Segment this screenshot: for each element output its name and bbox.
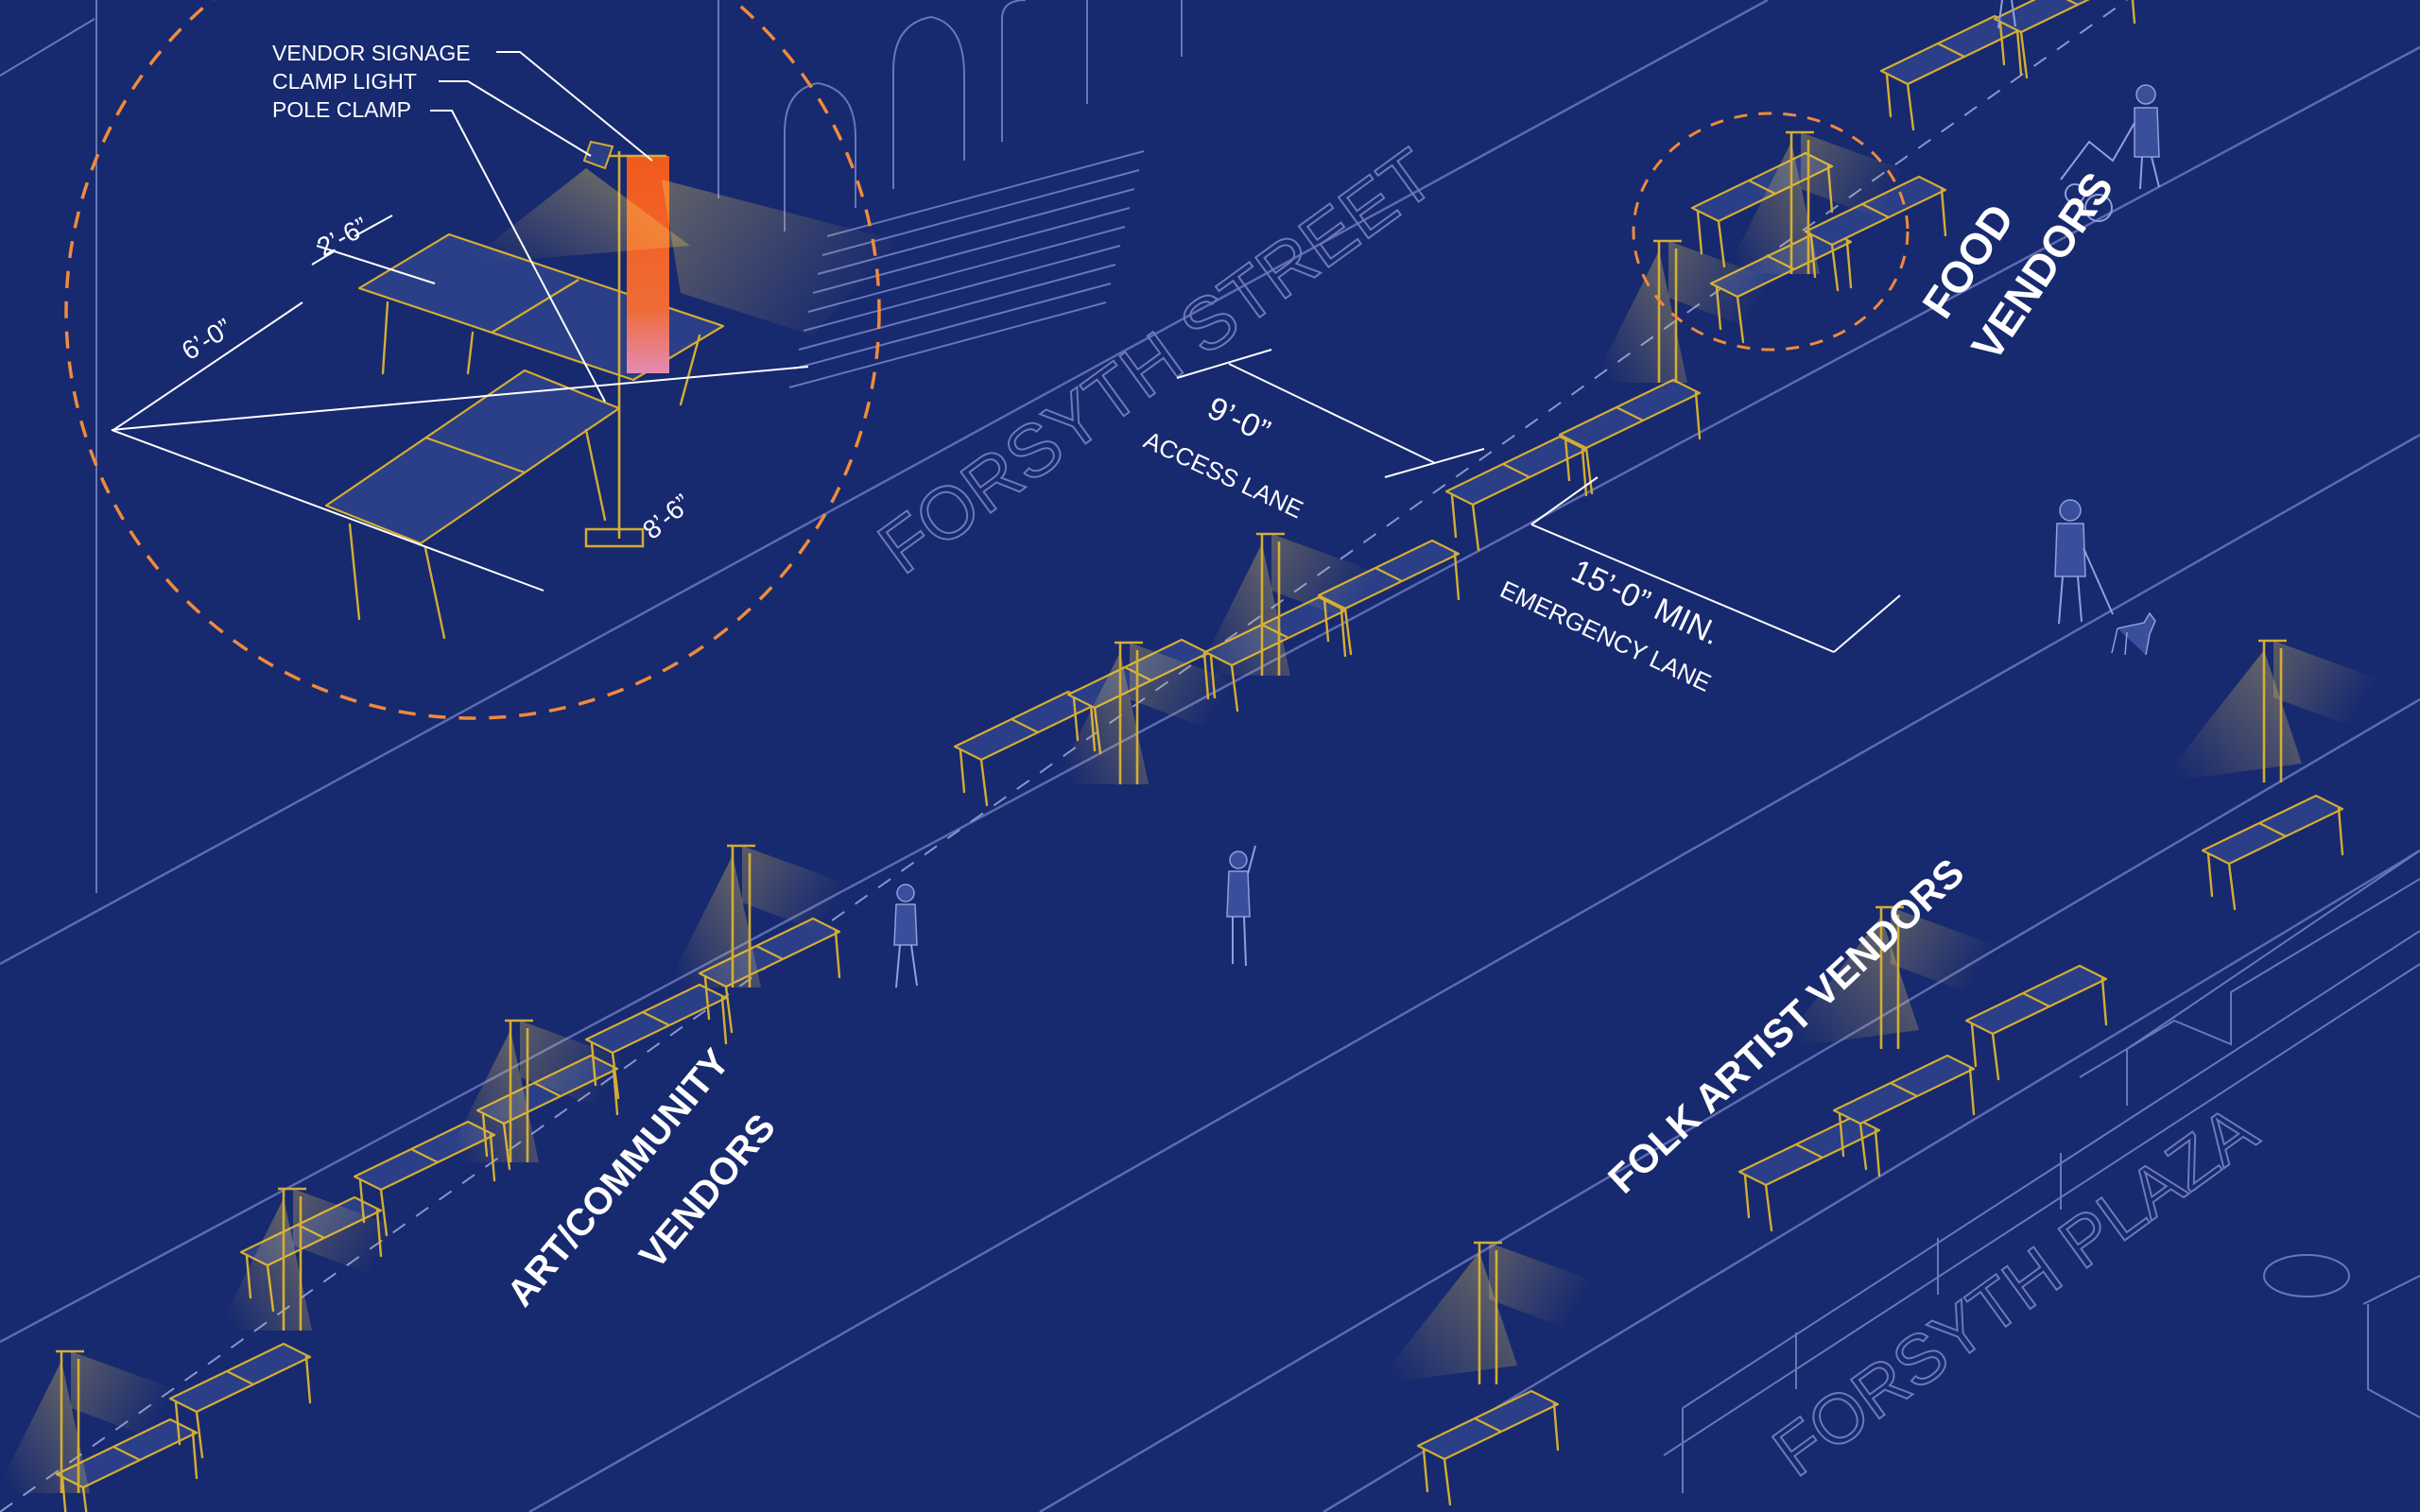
clamp-light-glow <box>217 1198 312 1331</box>
art-community-vendor-row <box>0 844 846 1512</box>
vendor-signage-banner <box>627 156 669 373</box>
food-vendor-row <box>1593 0 2136 383</box>
plaza-edge-walls <box>1663 850 2420 1493</box>
building-facade <box>0 0 1183 893</box>
vendor-signage-callout: VENDOR SIGNAGE <box>272 41 471 65</box>
light-pole <box>666 844 846 988</box>
clamp-light-glow <box>662 180 898 335</box>
center-vendor-row <box>953 378 1702 807</box>
dog-figure <box>2111 611 2156 656</box>
clamp-light-glow <box>1593 250 1687 383</box>
vendor-table <box>1737 1115 1881 1232</box>
food-vendor-highlight-circle <box>1632 112 1910 352</box>
clamp-light-glow <box>0 1361 90 1493</box>
pedestrian-figure <box>893 884 918 988</box>
vendor-table <box>55 1418 199 1512</box>
access-lane-label: ACCESS LANE <box>1139 425 1307 524</box>
table-depth-dimension: 8’-6” <box>637 489 697 545</box>
light-pole <box>217 1187 397 1331</box>
table-detail-callout: VENDOR SIGNAGE CLAMP LIGHT POLE CLAMP 2’… <box>64 0 898 720</box>
clamp-light-glow <box>1054 652 1149 784</box>
food-vendors-zone-label: FOOD VENDORS <box>1912 163 2122 369</box>
clamp-light-callout: CLAMP LIGHT <box>272 69 417 94</box>
light-pole <box>1725 130 1905 274</box>
vendor-table <box>1558 378 1702 495</box>
street-name-label: FORSYTH STREET <box>863 132 1449 590</box>
light-pole <box>1777 905 1995 1049</box>
pedestrian-figure <box>2054 499 2114 625</box>
light-pole <box>1054 641 1234 784</box>
folk-artist-vendor-row <box>1375 639 2377 1506</box>
clamp-light-glow <box>1725 142 1820 274</box>
vendor-table <box>168 1342 312 1459</box>
pedestrian-figure <box>1997 0 2016 29</box>
clamp-light-glow <box>1375 1252 1517 1384</box>
light-pole <box>1375 1241 1593 1384</box>
vendor-table <box>2201 794 2344 911</box>
light-pole <box>1196 532 1375 676</box>
clamp-light-glow <box>444 1030 539 1162</box>
light-pole <box>1593 239 1772 383</box>
light-pole <box>444 1019 624 1162</box>
light-pole <box>2160 639 2377 782</box>
vendor-table <box>1416 1389 1560 1506</box>
vendor-table <box>1964 964 2108 1081</box>
vendor-table <box>1993 0 2136 79</box>
vendor-table <box>1832 1054 1976 1171</box>
clamp-light-glow <box>1777 917 1919 1049</box>
clamp-light-glow <box>1196 543 1290 676</box>
access-lane-value: 9’-0” <box>1202 390 1276 450</box>
clamp-light-glow <box>2160 650 2302 782</box>
table-length-dimension: 6’-0” <box>177 313 237 366</box>
light-pole <box>0 1349 175 1493</box>
pedestrian-figure <box>1226 845 1256 967</box>
stroller-pedestrian-figure <box>2060 84 2160 222</box>
pole-clamp-callout: POLE CLAMP <box>272 97 411 122</box>
clamp-light-glow <box>666 855 761 988</box>
